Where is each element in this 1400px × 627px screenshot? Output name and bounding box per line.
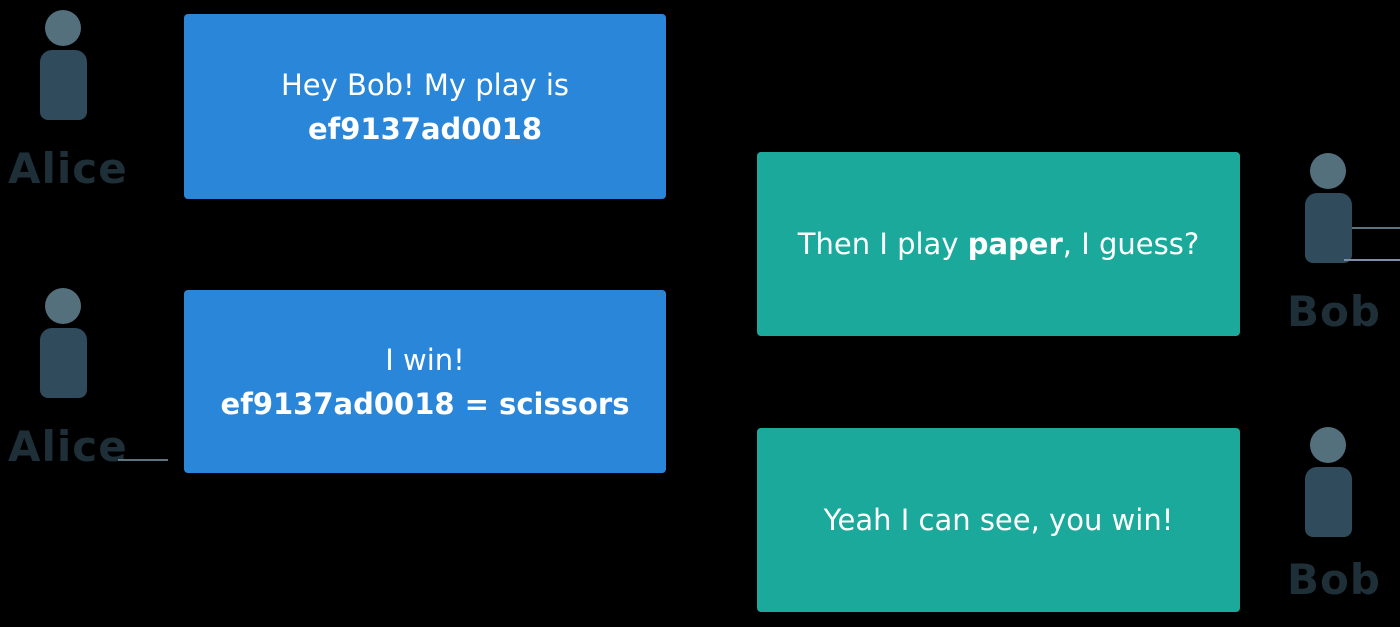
person-icon — [45, 10, 81, 46]
bob-underline-2 — [1344, 259, 1400, 261]
person-body — [40, 50, 87, 120]
alice-label-2: Alice — [8, 422, 128, 471]
message-bubble-3: I win! ef9137ad0018 = scissors — [184, 290, 666, 473]
message-1-hash: ef9137ad0018 — [307, 111, 543, 146]
person-body — [40, 328, 87, 398]
message-3-line1: I win! — [385, 342, 465, 377]
bob-label-2: Bob — [1287, 555, 1381, 604]
alice-underline — [118, 459, 168, 461]
message-2-suffix: , I guess? — [1062, 227, 1200, 261]
alice-label-1: Alice — [8, 144, 128, 193]
message-2-bold: paper — [967, 227, 1063, 261]
person-icon — [1310, 427, 1346, 463]
person-icon — [1310, 153, 1346, 189]
message-bubble-4: Yeah I can see, you win! — [757, 428, 1240, 612]
bob-label-1: Bob — [1287, 287, 1381, 336]
message-4-text: Yeah I can see, you win! — [823, 503, 1174, 537]
message-bubble-1: Hey Bob! My play is ef9137ad0018 — [184, 14, 666, 199]
person-body — [1305, 193, 1352, 263]
message-3-reveal: ef9137ad0018 = scissors — [220, 386, 630, 421]
message-bubble-2: Then I play paper, I guess? — [757, 152, 1240, 336]
person-body — [1305, 467, 1352, 537]
message-2-prefix: Then I play — [797, 227, 968, 261]
bob-underline-1 — [1352, 227, 1400, 229]
message-1-line1: Hey Bob! My play is — [280, 67, 570, 102]
person-icon — [45, 288, 81, 324]
message-2-text: Then I play paper, I guess? — [798, 222, 1199, 266]
